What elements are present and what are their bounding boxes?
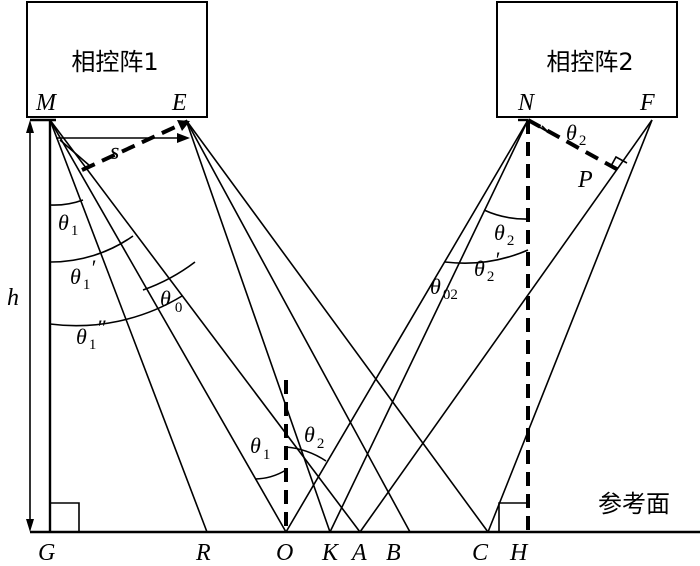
point-R: R (195, 540, 211, 566)
phased-array-2-box (496, 1, 678, 118)
ray-N-K (329, 119, 529, 533)
point-C: C (472, 540, 489, 566)
point-K: K (321, 540, 340, 566)
point-N: N (517, 90, 536, 116)
arc-theta1pp (49, 295, 183, 327)
ray-M-R (49, 119, 208, 533)
phased-array-1-label: 相控阵1 (71, 48, 158, 76)
mark-at-N (535, 124, 549, 133)
point-H: H (509, 540, 529, 566)
ray-M-O (49, 119, 287, 533)
point-B: B (386, 540, 401, 566)
s-tick (59, 139, 91, 167)
reference-plane-label: 参考面 (598, 490, 670, 518)
point-A: A (350, 540, 367, 566)
arc-theta1p (49, 235, 134, 263)
point-F: F (639, 90, 655, 116)
phased-array-2: 相控阵2 (496, 1, 678, 118)
ray-E-K (185, 119, 331, 533)
phased-array-1-box (26, 1, 208, 118)
point-M: M (35, 90, 58, 116)
height-label: h (7, 285, 19, 311)
arc-theta0 (142, 261, 196, 291)
path-s (81, 120, 187, 172)
distance-label: s (110, 139, 119, 165)
wavefront-N-P (527, 118, 623, 174)
point-E: E (171, 90, 187, 116)
point-P: P (577, 167, 593, 193)
arc-theta2-O (285, 446, 327, 462)
arc-theta1 (49, 199, 84, 206)
arrow-M-E-head (177, 133, 190, 143)
arc-theta02 (444, 249, 529, 264)
ray-M-A (49, 119, 361, 533)
arc-theta2-right (483, 209, 529, 220)
point-O: O (276, 540, 293, 566)
ray-E-C (185, 119, 489, 533)
ray-F-C (487, 119, 653, 533)
point-G: G (38, 540, 55, 566)
ray-E-B (185, 119, 411, 533)
path-s-head (177, 120, 190, 131)
right-angle-P (610, 155, 628, 167)
phased-array-1: 相控阵1 (26, 1, 208, 118)
ray-N-O (285, 119, 529, 533)
arc-theta1-O (254, 469, 287, 480)
right-angle-G (50, 502, 80, 532)
height-dimension (26, 120, 34, 532)
right-angle-H (498, 502, 528, 532)
ray-F-A (359, 119, 653, 533)
phased-array-2-label: 相控阵2 (546, 48, 633, 76)
